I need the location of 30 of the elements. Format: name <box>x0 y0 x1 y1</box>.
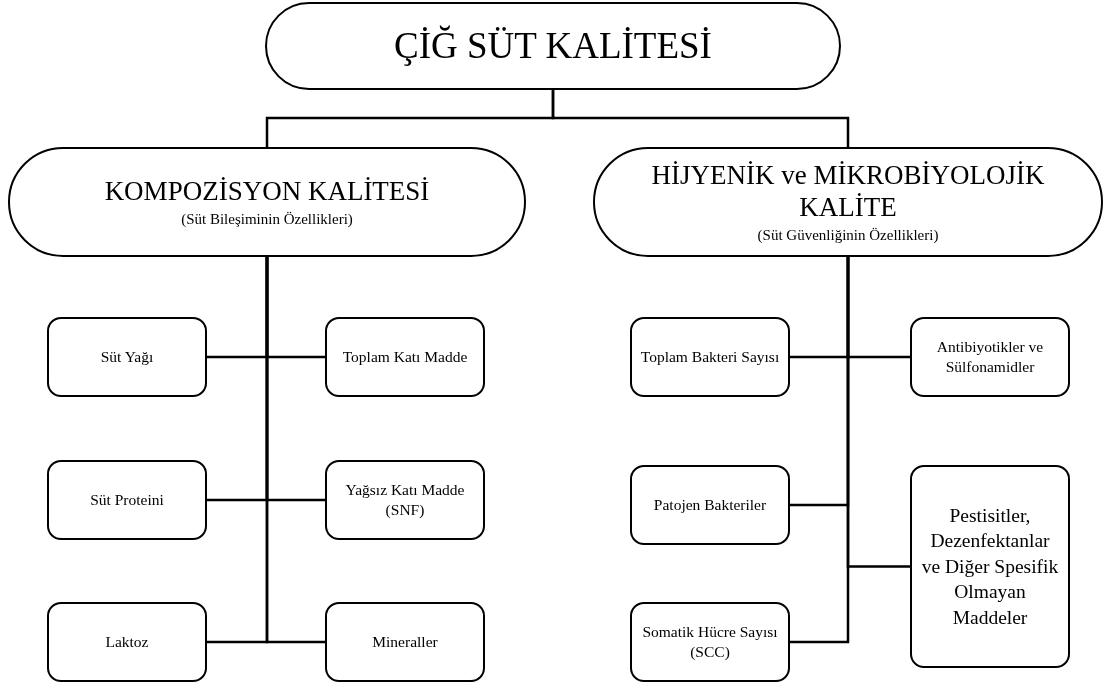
heading: ÇİĞ SÜT KALİTESİ <box>394 24 712 68</box>
item-label: Süt Proteini <box>90 489 164 510</box>
item-label: Toplam Bakteri Sayısı <box>640 346 780 367</box>
item-box <box>325 602 485 682</box>
heading: HİJYENİK ve MİKROBİYOLOJİK KALİTE <box>650 160 1046 223</box>
item-label: Yağsız Katı Madde (SNF) <box>344 479 466 520</box>
item-label: Toplam Katı Madde <box>342 346 468 367</box>
item-label: Patojen Bakteriler <box>653 494 767 515</box>
item-box <box>47 317 207 397</box>
subheading: (Süt Güvenliğinin Özellikleri) <box>757 226 939 244</box>
item-label: Laktoz <box>105 631 149 652</box>
item-label: Süt Yağı <box>100 346 154 367</box>
item-box <box>47 602 207 682</box>
item-box <box>630 465 790 545</box>
item-label: Pestisitler, Dezenfektanlar ve Diğer Spesifik Olmayan Maddeler <box>920 504 1060 630</box>
connector-line <box>790 257 850 644</box>
item-box <box>325 317 485 397</box>
item-label: Mineraller <box>372 631 438 652</box>
item-box <box>630 317 790 397</box>
item-box <box>910 465 1070 668</box>
heading: KOMPOZİSYON KALİTESİ <box>104 175 430 207</box>
item-box <box>630 602 790 682</box>
item-label: Somatik Hücre Sayısı (SCC) <box>641 621 779 662</box>
connector-line <box>551 90 850 147</box>
item-box <box>910 317 1070 397</box>
item-box <box>325 460 485 540</box>
subheading: (Süt Bileşiminin Özellikleri) <box>181 211 353 228</box>
connector-line <box>265 257 325 644</box>
item-label: Antibiyotikler ve Sülfonamidler <box>935 336 1045 377</box>
item-box <box>47 460 207 540</box>
